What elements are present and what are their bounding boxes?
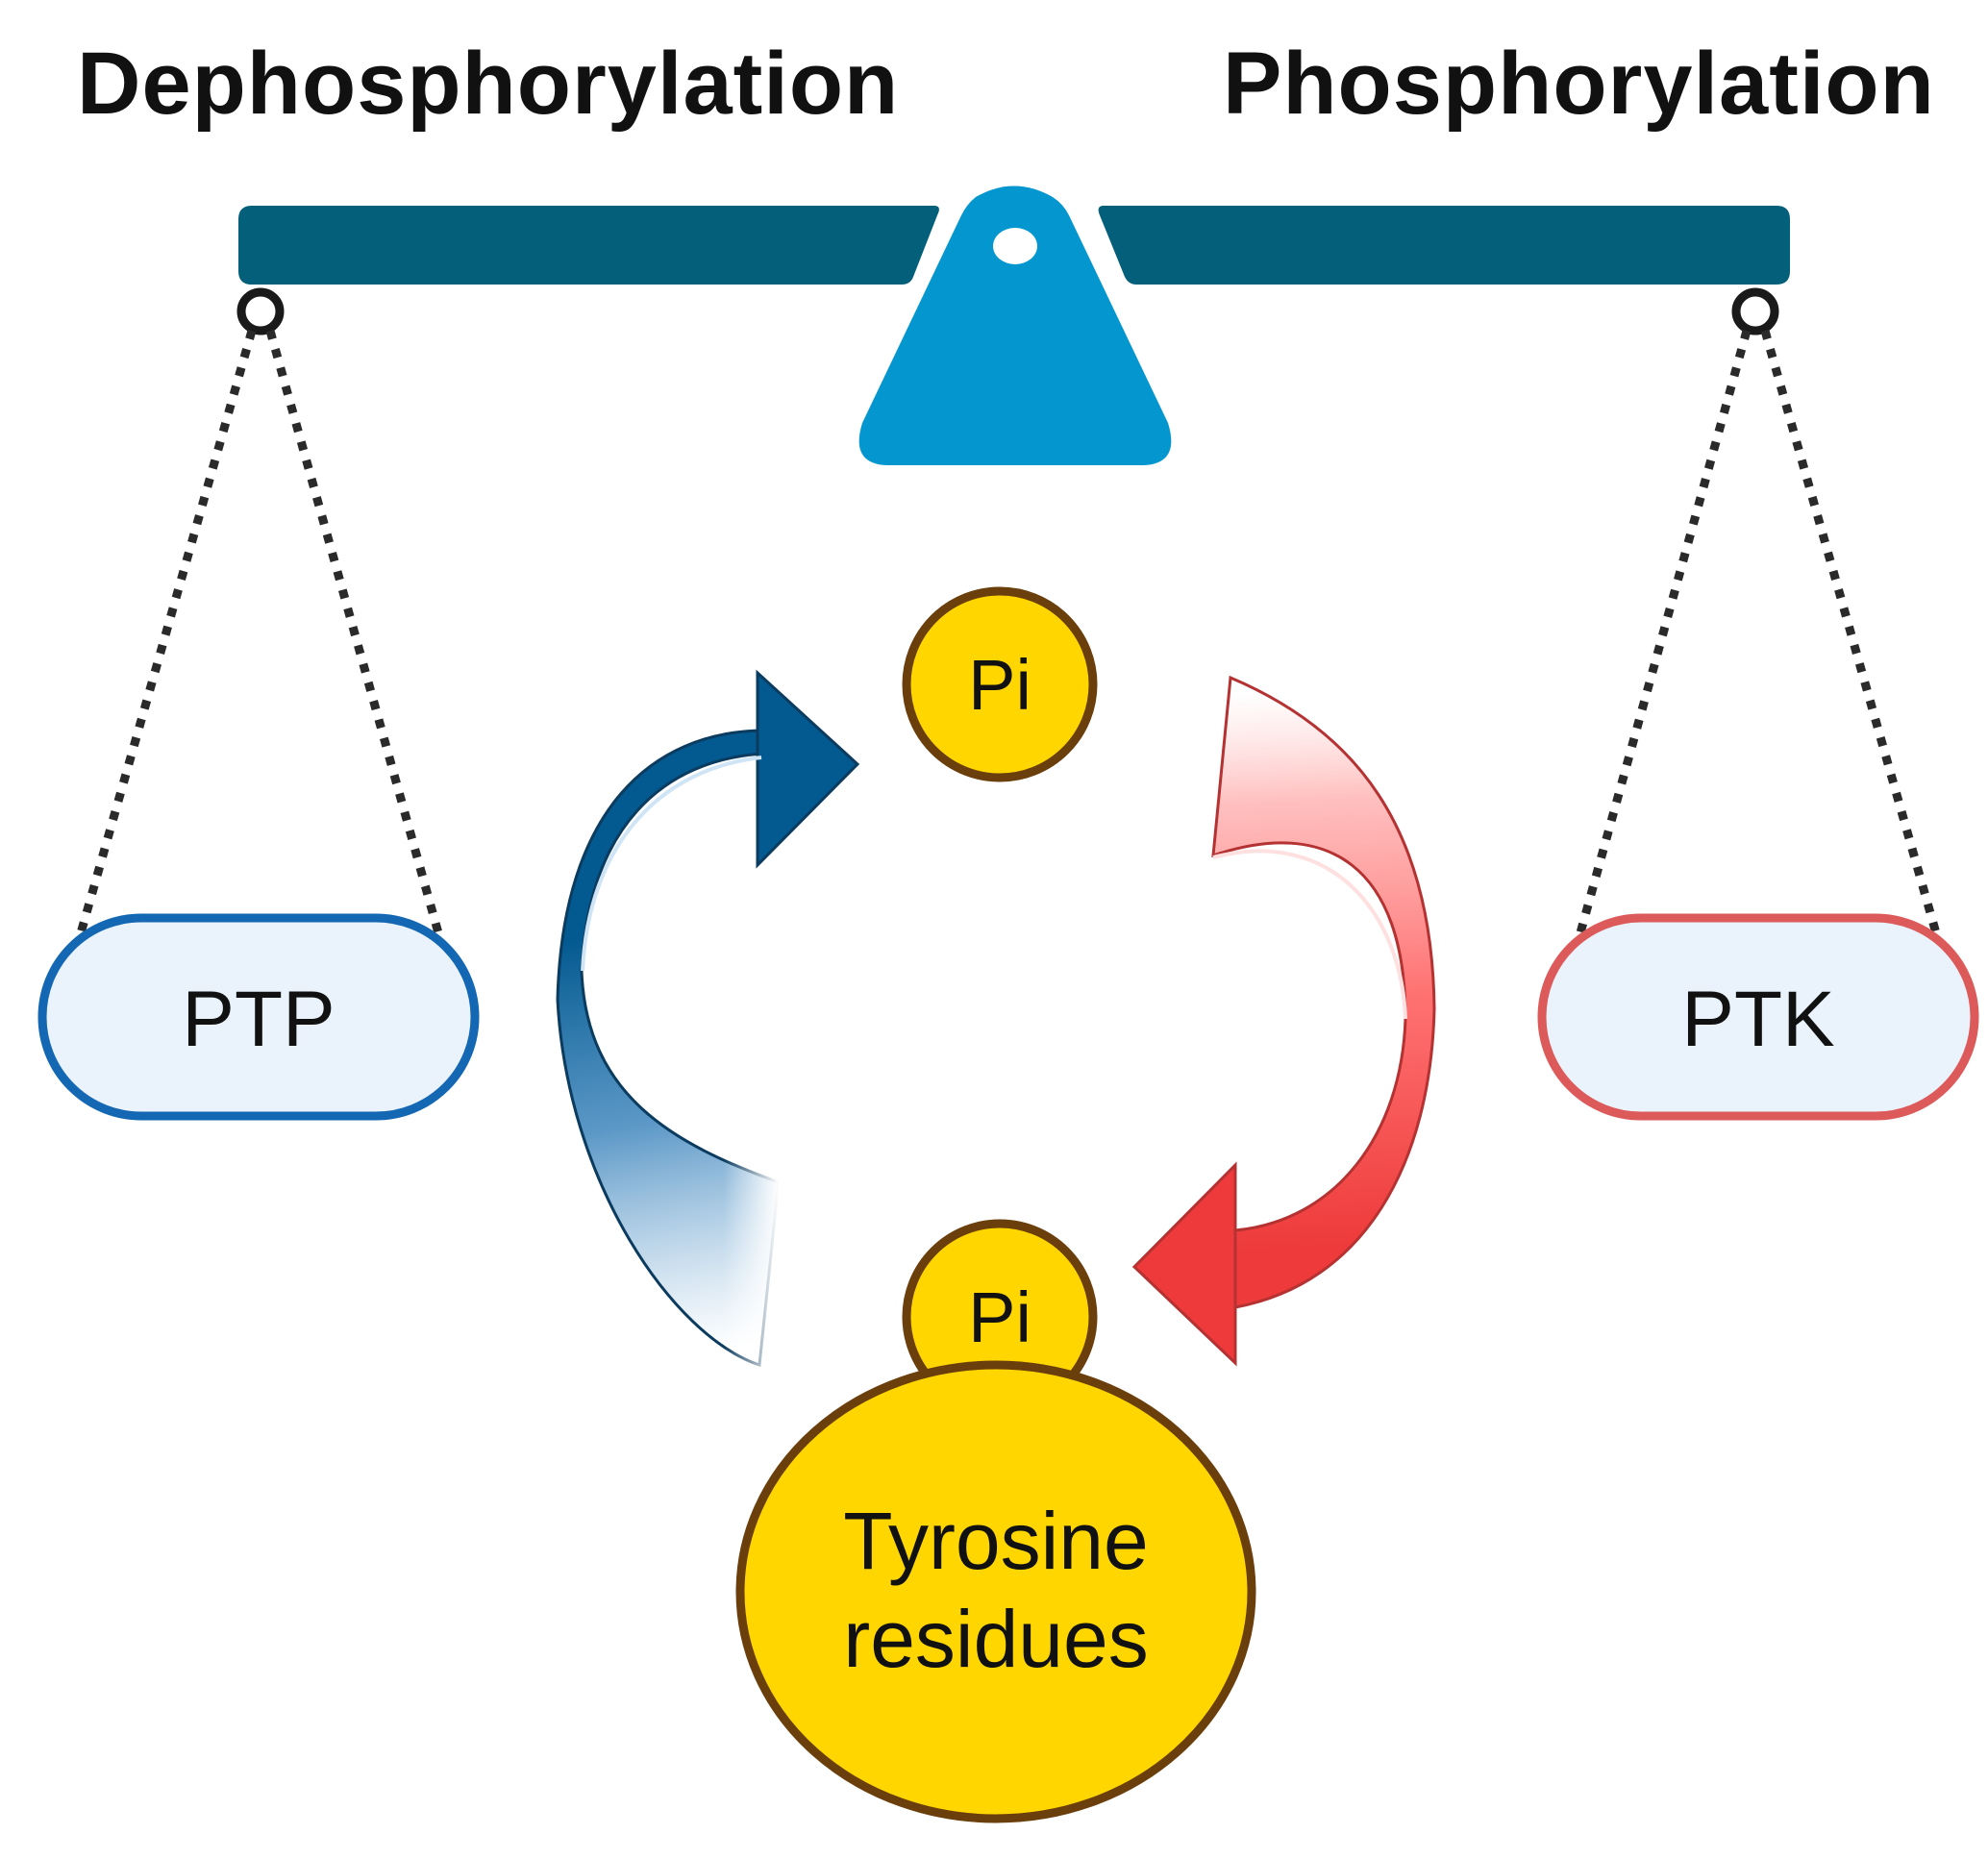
beam-right — [1098, 206, 1790, 285]
right-hanger-ring — [1731, 287, 1779, 335]
tyrosine-residues: Tyrosine residues — [735, 1360, 1256, 1823]
right-string-outer — [1572, 329, 1752, 949]
free-pi-circle — [902, 586, 1098, 782]
ptp-enzyme-pill: PTP — [37, 913, 480, 1121]
tyrosine-ellipse — [735, 1360, 1256, 1823]
ptk-pill-body — [1537, 913, 1979, 1121]
bound-phosphate: Pi — [902, 1219, 1098, 1415]
dephosphorylation-title: Dephosphorylation — [77, 35, 899, 133]
right-string-inner — [1760, 329, 1945, 949]
bound-pi-label: Pi — [968, 1277, 1031, 1357]
free-pi-label: Pi — [968, 645, 1031, 725]
red-arrow-head — [1131, 1161, 1237, 1367]
tyrosine-label-line1: Tyrosine — [843, 1496, 1148, 1586]
ptp-pill-body — [37, 913, 480, 1121]
fulcrum-pivot-hole — [993, 228, 1037, 264]
red-arrow-highlight — [1212, 849, 1407, 1020]
blue-arrow-highlight — [581, 756, 762, 972]
ptp-label: PTP — [182, 976, 335, 1063]
ptk-label: PTK — [1681, 976, 1834, 1063]
beam-left — [238, 206, 939, 285]
curved-arrow-down-icon — [1131, 675, 1436, 1367]
tyrosine-label-line2: residues — [843, 1594, 1149, 1684]
left-string-outer — [72, 329, 257, 949]
red-arrow-body — [1211, 675, 1436, 1309]
blue-arrow-head — [756, 669, 860, 869]
phosphorylation-title: Phosphorylation — [1223, 35, 1935, 133]
left-hanger-ring — [236, 287, 285, 335]
left-string-inner — [265, 329, 447, 949]
balance-scale-icon — [72, 186, 1945, 949]
free-phosphate: Pi — [902, 586, 1098, 782]
scale-fulcrum — [858, 186, 1172, 465]
ptk-enzyme-pill: PTK — [1537, 913, 1979, 1121]
curved-arrow-up-icon — [556, 669, 860, 1384]
